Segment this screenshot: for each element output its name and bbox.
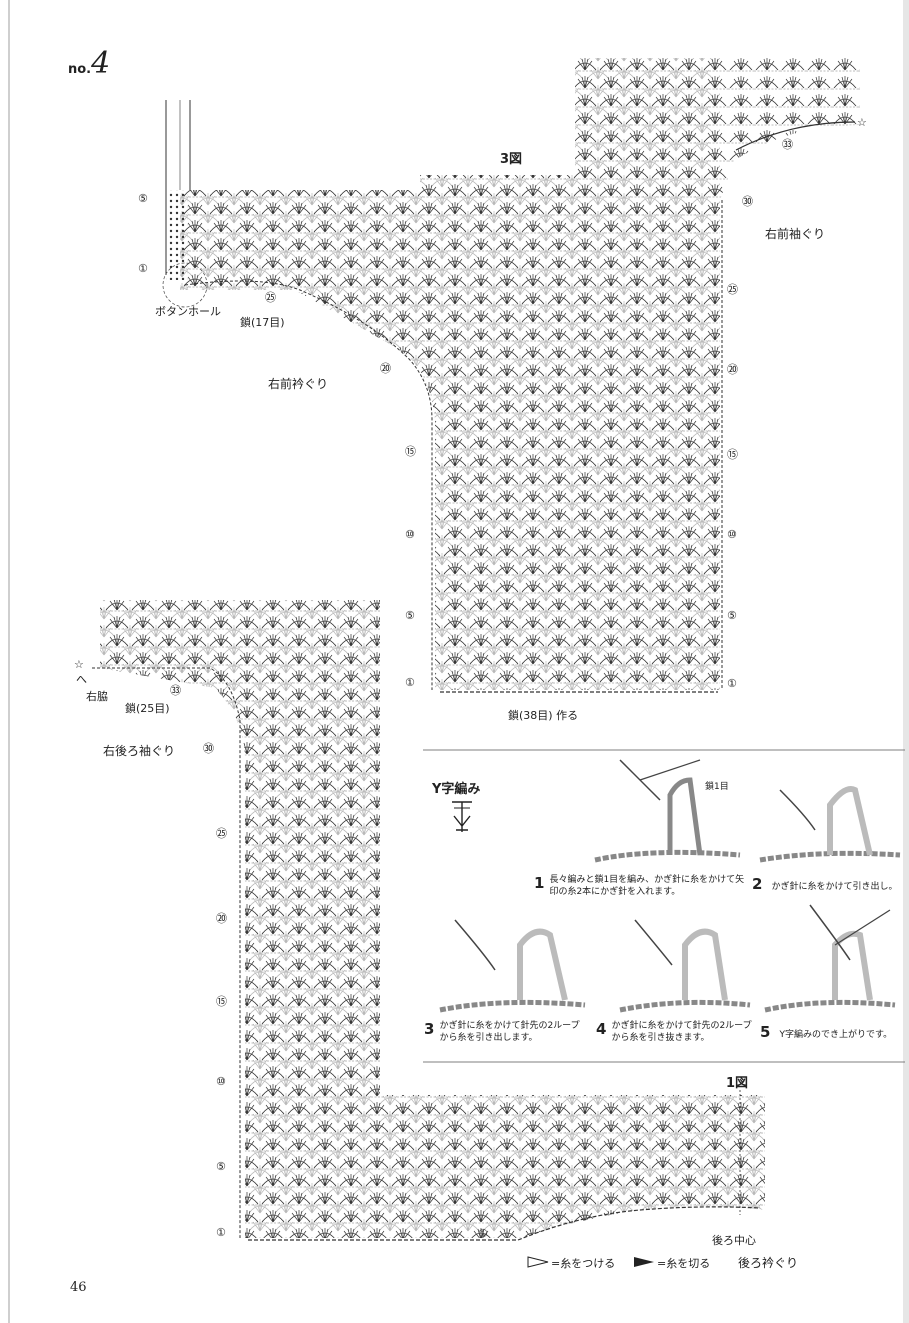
pattern-number-value: 4: [91, 46, 111, 81]
row-number: ①: [727, 677, 737, 690]
figure-3-buttonhole-label: ボタンホール: [155, 305, 221, 318]
figure-1-chart: [92, 600, 765, 1241]
page-edge: [903, 0, 909, 1323]
row-number: ㉕: [727, 283, 738, 296]
technique-chain-label: 鎖1目: [705, 782, 729, 792]
step-number: 4: [596, 1020, 607, 1038]
step-text: Y字編みのでき上がりです。: [779, 1030, 893, 1040]
figure-1-sleeve-label: 右後ろ袖ぐり: [103, 744, 176, 758]
row-number: ㉕: [265, 291, 276, 304]
row-number: ⑤: [405, 609, 415, 622]
row-number: ⑤: [727, 609, 737, 622]
row-number: ⑮: [405, 445, 416, 458]
page-gutter: [8, 0, 10, 1323]
row-number: ⑳: [727, 363, 738, 376]
row-number: ⑩: [727, 528, 737, 541]
row-number: ①: [216, 1226, 226, 1239]
figure-1-star: ☆: [74, 658, 84, 671]
step-3-caption: 3 かぎ針に糸をかけて針先の2ループから糸を引き出します。: [424, 1020, 584, 1044]
step-text: かぎ針に糸をかけて引き出し。: [771, 882, 898, 892]
row-number: ⑤: [138, 192, 148, 205]
row-number: ①: [138, 262, 148, 275]
step-4-caption: 4 かぎ針に糸をかけて針先の2ループから糸を引き抜きます。: [596, 1020, 756, 1044]
step-number: 2: [752, 875, 763, 893]
step-number: 3: [424, 1020, 435, 1038]
row-number: ⑮: [727, 448, 738, 461]
row-number: ⑳: [380, 362, 391, 375]
step-5-caption: 5 Y字編みのでき上がりです。: [760, 1022, 905, 1041]
page-number: 46: [70, 1280, 87, 1295]
row-number: ⑳: [216, 912, 227, 925]
figure-3-chain38-label: 鎖(38目) 作る: [508, 709, 579, 722]
figure-1-neck-label: 後ろ衿ぐり: [738, 1256, 799, 1270]
figure-1-star-arrow: へ: [76, 673, 87, 686]
figure-3-neck-label: 右前衿ぐり: [268, 377, 329, 391]
row-number: ⑮: [216, 995, 227, 1008]
row-number: ⑩: [405, 528, 415, 541]
row-number: ⑩: [216, 1075, 226, 1088]
pattern-number-prefix: no.: [68, 62, 92, 77]
figure-1-center-label: 後ろ中心: [712, 1234, 756, 1247]
row-number: ㉝: [170, 684, 181, 697]
legend-attach-text: =糸をつける: [551, 1257, 616, 1270]
row-number: ㉕: [216, 827, 227, 840]
figure-3-chain17-label: 鎖(17目): [240, 316, 285, 329]
figure-3-sleeve-label: 右前袖ぐり: [765, 227, 826, 241]
legend-cut-arrow: [634, 1257, 654, 1267]
star-marker-top: ☆: [857, 116, 867, 129]
step-3-illustration: [439, 919, 586, 1013]
step-text: かぎ針に糸をかけて針先の2ループから糸を引き抜きます。: [611, 1021, 752, 1043]
row-number: ⑤: [216, 1160, 226, 1173]
step-5-illustration: [764, 904, 896, 1013]
step-number: 5: [760, 1023, 771, 1041]
figure-1-chain25-label: 鎖(25目): [125, 702, 170, 715]
legend-attach-arrow: [527, 1256, 549, 1268]
row-number: ㉚: [203, 742, 214, 755]
step-4-illustration: [619, 919, 751, 1013]
step-text: 長々編みと鎖1目を編み、かぎ針に糸をかけて矢印の糸2本にかぎ針を入れます。: [549, 875, 745, 897]
step-number: 1: [534, 874, 545, 892]
step-1-caption: 1 長々編みと鎖1目を編み、かぎ針に糸をかけて矢印の糸2本にかぎ針を入れます。: [534, 874, 749, 898]
row-number: ㉚: [742, 195, 753, 208]
row-number: ①: [405, 676, 415, 689]
row-number: ①: [478, 1227, 488, 1240]
row-number: ㉝: [782, 138, 793, 151]
figure-1-title: 1図: [726, 1076, 749, 1091]
step-2-illustration: [759, 786, 901, 863]
technique-title: Y字編み: [432, 782, 481, 797]
step-1-illustration: [594, 759, 741, 863]
figure-3-title: 3図: [500, 152, 523, 167]
y-stitch-symbol: [452, 801, 472, 832]
pattern-number: no.4: [68, 46, 110, 81]
legend-cut-text: =糸を切る: [657, 1257, 711, 1270]
step-text: かぎ針に糸をかけて針先の2ループから糸を引き出します。: [439, 1021, 580, 1043]
step-2-caption: 2 かぎ針に糸をかけて引き出し。: [752, 874, 902, 893]
figure-3-chart: [162, 58, 860, 693]
figure-1-side-label: 右脇: [86, 690, 108, 703]
